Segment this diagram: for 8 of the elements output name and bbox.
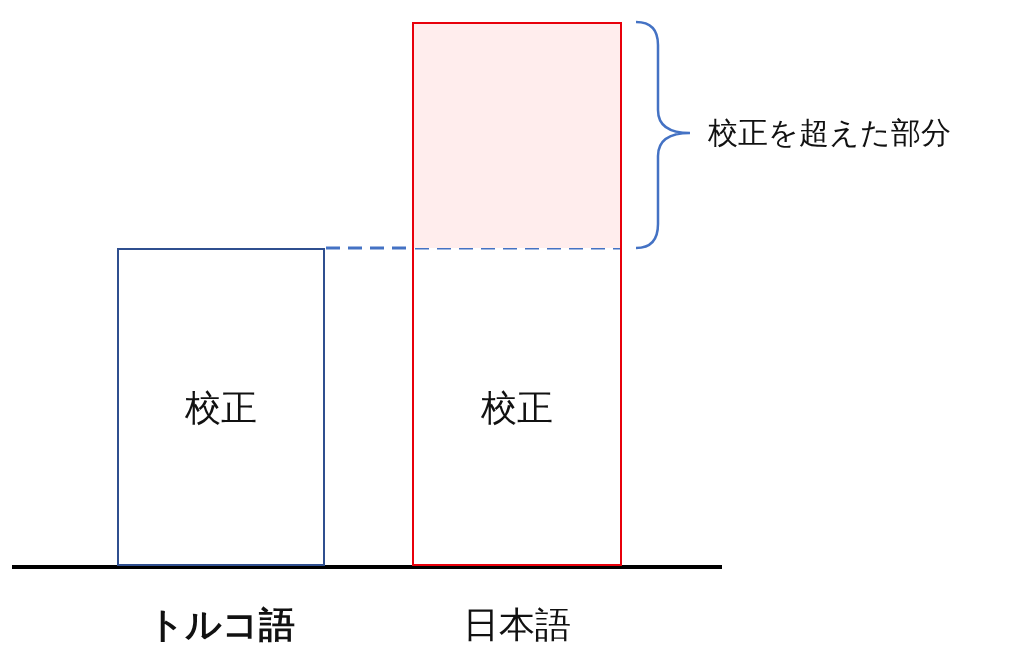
bar-label: 校正 <box>480 386 553 430</box>
category-label: トルコ語 <box>147 601 295 645</box>
category-label: 日本語 <box>463 602 571 645</box>
brace-label: 校正を超えた部分 <box>708 113 951 152</box>
bar-box <box>412 22 622 566</box>
shaded-region <box>414 24 620 248</box>
bar-label: 校正 <box>184 386 257 430</box>
bar-box <box>117 248 325 566</box>
